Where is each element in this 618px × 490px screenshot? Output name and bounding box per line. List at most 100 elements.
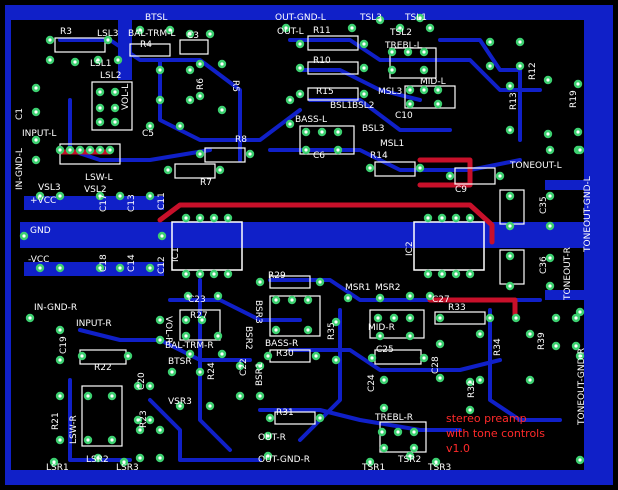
pad-hole [188,32,192,36]
toneout-r-pour [545,290,585,300]
pad-hole [38,194,42,198]
label-gnd: GND [30,226,51,236]
note-line-3: v1.0 [446,442,470,455]
label-out-l: OUT-L [277,27,304,37]
r29-body [269,275,311,289]
pad-hole [184,318,188,322]
label-bsl1: BSL1 [330,101,352,111]
pad-hole [168,28,172,32]
pad-hole [113,106,117,110]
pad-hole [148,418,152,422]
pad-hole [266,454,270,458]
mid-l-pot [404,85,456,109]
trace [198,278,232,452]
vol-l-pot [91,81,133,131]
label-vsl3: VSL3 [38,183,61,193]
label-out-r: OUT-R [258,433,286,443]
pad-hole [266,354,270,358]
r22-body [79,349,127,365]
pad-hole [336,130,340,134]
label-in-gnd-l: IN-GND-L [15,148,25,190]
label-btsr: BTSR [168,357,192,367]
pad-hole [208,32,212,36]
label-c19: C19 [59,336,69,354]
c9-body [454,167,496,185]
gnd-bus [20,222,590,248]
pad-hole [158,338,162,342]
pad-hole [438,376,442,380]
label-bass-r: BASS-R [265,339,298,349]
pad-hole [220,62,224,66]
pad-hole [438,316,442,320]
label-r11: R11 [313,26,331,36]
label-r6: R6 [196,78,206,90]
label-msr2: MSR2 [375,283,400,293]
trace [148,398,262,462]
label-r12: R12 [528,62,538,80]
label-tsr2: TSR2 [397,455,421,465]
pad-hole [382,406,386,410]
pad-hole [508,84,512,88]
pad-hole [382,446,386,450]
pad-hole [136,384,140,388]
pad-hole [412,446,416,450]
pad-hole [48,38,52,42]
pad-hole [178,404,182,408]
bottom-traces [58,38,562,462]
silkscreen-labels: BTSL OUT-GND-L TSL3 TSL1 R3 LSL3 BAL-TRM… [15,13,593,473]
label-vol-l: VOL-L [121,84,131,110]
label-lsl1: LSL1 [90,59,111,69]
pad-hole [408,316,412,320]
label-c27: C27 [432,295,450,305]
trace [288,38,542,92]
label-r19: R19 [569,90,579,108]
pad-hole [98,266,102,270]
pad-hole [178,124,182,128]
trace [258,408,462,432]
r7-body [174,163,216,179]
pad-hole [86,438,90,442]
pad-hole [406,50,410,54]
pad-hole [454,272,458,276]
trace [268,148,522,172]
pad-hole [34,110,38,114]
pad-hole [86,394,90,398]
pad-hole [370,356,374,360]
pad-hole [488,316,492,320]
label-bsr3: BSR3 [253,300,263,324]
note-line-2: with tone controls [446,427,545,440]
pad-hole [258,394,262,398]
pad-hole [73,60,77,64]
pad-hole [346,296,350,300]
vol-r-pot [179,309,221,341]
pad-hole [98,194,102,198]
pad-hole [378,334,382,338]
copper-pours [10,8,610,482]
label-r13: R13 [509,92,519,110]
pad-hole [220,352,224,356]
top-trace [157,202,495,245]
label-bsr1: BSR1 [255,362,265,386]
pad-hole [188,98,192,102]
label-c13: C13 [127,194,137,212]
toneout-l-pour [545,180,585,190]
mid-r-pot [369,309,425,339]
pad-hole [362,42,366,46]
pad-hole [362,92,366,96]
pad-hole [382,378,386,382]
label-toneout-l: TONEOUT-L [509,161,562,171]
pad-hole [110,394,114,398]
pad-hole [198,94,202,98]
pad-hole [98,120,102,124]
trace [168,298,302,322]
r33-body [434,311,486,325]
pad-hole [118,266,122,270]
label-vcc-pos: +VCC [30,196,56,206]
pad-hole [288,98,292,102]
pad-hole [88,148,92,152]
pad-hole [514,316,518,320]
label-bal-trm-l: BAL-TRM-L [128,29,175,39]
r15-body [307,87,359,101]
pad-hole [380,430,384,434]
